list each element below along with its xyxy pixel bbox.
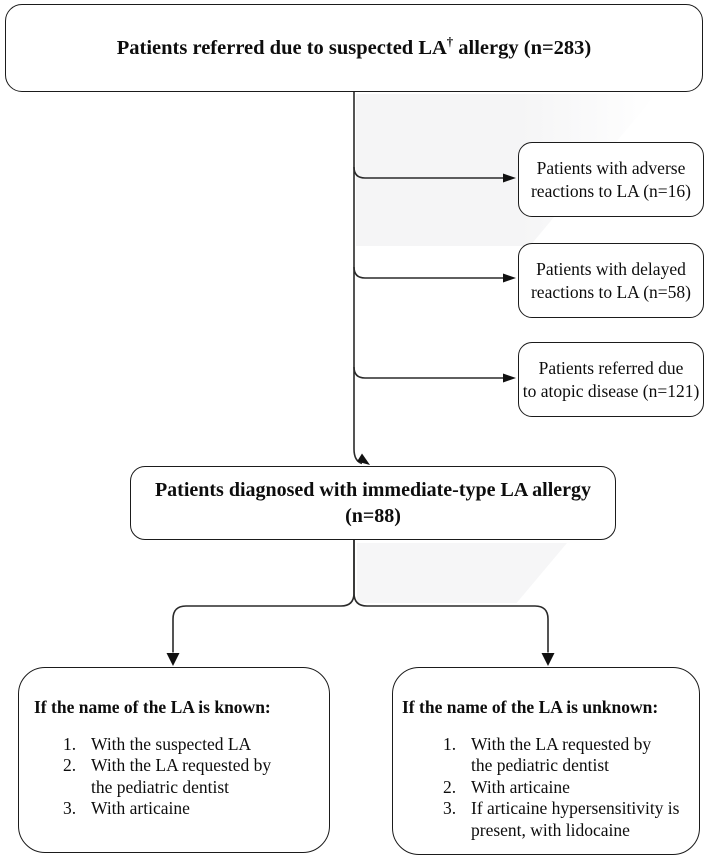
box-la-unknown-list: 1. With the LA requested by the pediatri… bbox=[443, 734, 693, 842]
list-item-line: With articaine bbox=[471, 776, 570, 797]
box-la-unknown-heading: If the name of the LA is unknown: bbox=[402, 697, 659, 717]
box-diagnosed-line2: (n=88) bbox=[345, 505, 401, 527]
list-item-text: If articaine hypersensitivity is present… bbox=[471, 798, 679, 841]
box-atopic-line2: to atopic disease (n=121) bbox=[522, 380, 700, 401]
box-la-unknown: If the name of the LA is unknown: 1. Wit… bbox=[392, 667, 700, 855]
box-adverse-line1: Patients with adverse bbox=[536, 157, 686, 178]
list-item: 1. With the suspected LA bbox=[63, 734, 323, 756]
list-item-number: 2. bbox=[443, 776, 457, 797]
box-referred-patients: Patients referred due to suspected LA† a… bbox=[5, 4, 703, 92]
box-la-known-list: 1. With the suspected LA 2. With the LA … bbox=[63, 734, 323, 820]
list-item: 2. With articaine bbox=[443, 777, 693, 799]
box-atopic-disease: Patients referred due to atopic disease … bbox=[518, 342, 704, 417]
arrowhead-down-icon bbox=[166, 653, 180, 666]
connector-branch-adverse bbox=[353, 166, 504, 179]
connector-split-right bbox=[353, 540, 549, 653]
list-item-line: With articaine bbox=[91, 798, 190, 818]
list-item-line: If articaine hypersensitivity is bbox=[471, 798, 680, 818]
connector-split-left bbox=[172, 540, 355, 653]
list-item-text: With articaine bbox=[91, 798, 190, 820]
arrowhead-right-icon bbox=[503, 273, 516, 283]
connector-branch-atopic bbox=[353, 366, 504, 379]
top-box-text-prefix: Patients referred due to suspected LA bbox=[116, 36, 447, 59]
box-delayed-line1: Patients with delayed bbox=[536, 258, 686, 279]
list-item: 3. With articaine bbox=[63, 798, 323, 820]
list-item-line: the pediatric dentist bbox=[471, 755, 610, 775]
list-item-number: 1. bbox=[443, 733, 457, 754]
list-item-text: With articaine bbox=[471, 777, 570, 799]
list-item-number: 3. bbox=[443, 798, 457, 818]
dagger-superscript: † bbox=[446, 34, 454, 49]
box-la-known: If the name of the LA is known: 1. With … bbox=[18, 667, 330, 853]
list-item-number: 3. bbox=[63, 798, 77, 818]
box-delayed-reactions: Patients with delayed reactions to LA (n… bbox=[518, 243, 704, 318]
box-atopic-line1: Patients referred due bbox=[538, 357, 684, 378]
list-item: 1. With the LA requested by the pediatri… bbox=[443, 734, 693, 777]
arrowhead-down-icon bbox=[541, 653, 555, 666]
box-diagnosed-patients: Patients diagnosed with immediate-type L… bbox=[130, 466, 616, 540]
list-item-number: 1. bbox=[63, 733, 77, 754]
arrowhead-right-icon bbox=[503, 373, 516, 383]
list-item-text: With the LA requested by the pediatric d… bbox=[471, 734, 651, 777]
list-item: 3. If articaine hypersensitivity is pres… bbox=[443, 798, 693, 841]
box-adverse-line2: reactions to LA (n=16) bbox=[530, 180, 692, 201]
list-item-line: With the LA requested by bbox=[471, 733, 652, 754]
list-item-number: 2. bbox=[63, 755, 77, 775]
box-referred-patients-label: Patients referred due to suspected LA† a… bbox=[116, 34, 592, 60]
list-item-line: With the suspected LA bbox=[91, 733, 252, 754]
connector-trunk-top bbox=[353, 92, 363, 465]
list-item-text: With the LA requested by the pediatric d… bbox=[91, 755, 271, 798]
list-item-line: With the LA requested by bbox=[91, 755, 272, 775]
top-box-text-suffix: allergy (n=283) bbox=[453, 36, 592, 59]
list-item: 2. With the LA requested by the pediatri… bbox=[63, 755, 323, 798]
box-diagnosed-line1: Patients diagnosed with immediate-type L… bbox=[154, 479, 592, 501]
arrowhead-diagonal-icon bbox=[357, 453, 370, 465]
list-item-line: the pediatric dentist bbox=[91, 776, 230, 797]
list-item-line: present, with lidocaine bbox=[471, 819, 630, 840]
box-delayed-line2: reactions to LA (n=58) bbox=[530, 281, 692, 302]
connector-branch-delayed bbox=[353, 266, 504, 279]
box-adverse-reactions: Patients with adverse reactions to LA (n… bbox=[518, 142, 704, 217]
arrowhead-right-icon bbox=[503, 173, 516, 183]
list-item-text: With the suspected LA bbox=[91, 734, 251, 756]
box-la-known-heading: If the name of the LA is known: bbox=[34, 697, 271, 717]
